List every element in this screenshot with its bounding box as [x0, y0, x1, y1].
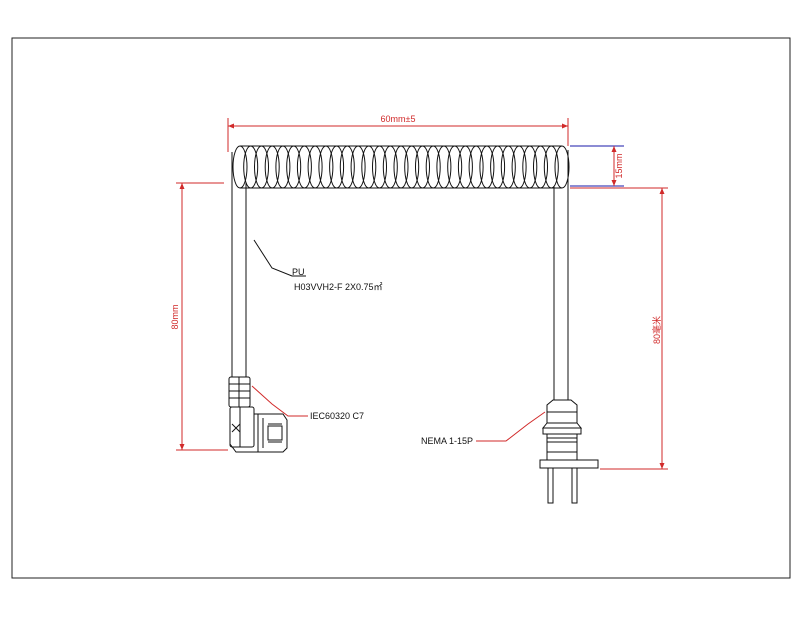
coil-turn	[254, 145, 269, 189]
coil-turn	[307, 145, 323, 189]
coil-turn	[264, 145, 280, 189]
coil-turn	[457, 145, 473, 189]
coil-length-dimension	[227, 118, 569, 152]
coil-turn	[447, 145, 463, 189]
coil-spring	[232, 145, 570, 189]
coil-turn	[382, 145, 398, 189]
coil-turn	[243, 145, 259, 189]
nema-plug-label: NEMA 1-15P	[421, 436, 473, 446]
coil-turn	[522, 145, 538, 189]
right-lead-label: 80毫米	[651, 316, 662, 344]
cable-leader-line	[253, 239, 306, 277]
jacket-label: PU	[292, 267, 305, 277]
coil-turn	[232, 145, 248, 189]
coil-turn	[415, 145, 430, 189]
coil-turn	[296, 145, 312, 189]
coil-turn	[490, 145, 506, 189]
coil-turn	[286, 145, 302, 189]
coil-turn	[275, 145, 291, 189]
coil-height-dimension	[570, 145, 624, 187]
c7-connector-label: IEC60320 C7	[310, 411, 364, 421]
left-lead-cable	[231, 152, 247, 377]
left-lead-label: 80mm	[170, 304, 180, 329]
left-lead-dimension	[176, 182, 228, 451]
coil-height-label: 15mm	[614, 153, 624, 178]
coil-turn	[479, 145, 495, 189]
coil-turn	[468, 145, 484, 189]
coil-turn	[511, 145, 527, 189]
coil-turn	[350, 145, 366, 189]
nema-leader-line	[476, 411, 546, 442]
coil-turn	[329, 145, 345, 189]
right-lead-cable	[553, 150, 569, 400]
coil-turn	[554, 145, 570, 189]
coil-turn	[436, 145, 452, 189]
coil-length-label: 60mm±5	[381, 114, 416, 124]
coil-turn	[425, 145, 441, 189]
coil-turn	[500, 145, 516, 189]
nema-1-15p-plug	[539, 399, 599, 504]
coil-turn	[361, 145, 377, 189]
coil-turn	[393, 145, 409, 189]
right-lead-dimension	[570, 187, 668, 470]
coil-turn	[372, 145, 387, 189]
coil-turn	[543, 145, 559, 189]
c7-leader-line	[251, 385, 308, 417]
coil-turn	[533, 145, 548, 189]
drawing-frame	[11, 37, 791, 579]
coil-turn	[404, 145, 420, 189]
coil-turn	[318, 145, 334, 189]
coil-turn	[339, 145, 355, 189]
cable-spec-label: H03VVH2-F 2X0.75㎡	[294, 282, 383, 292]
iec-c7-connector	[228, 376, 288, 453]
